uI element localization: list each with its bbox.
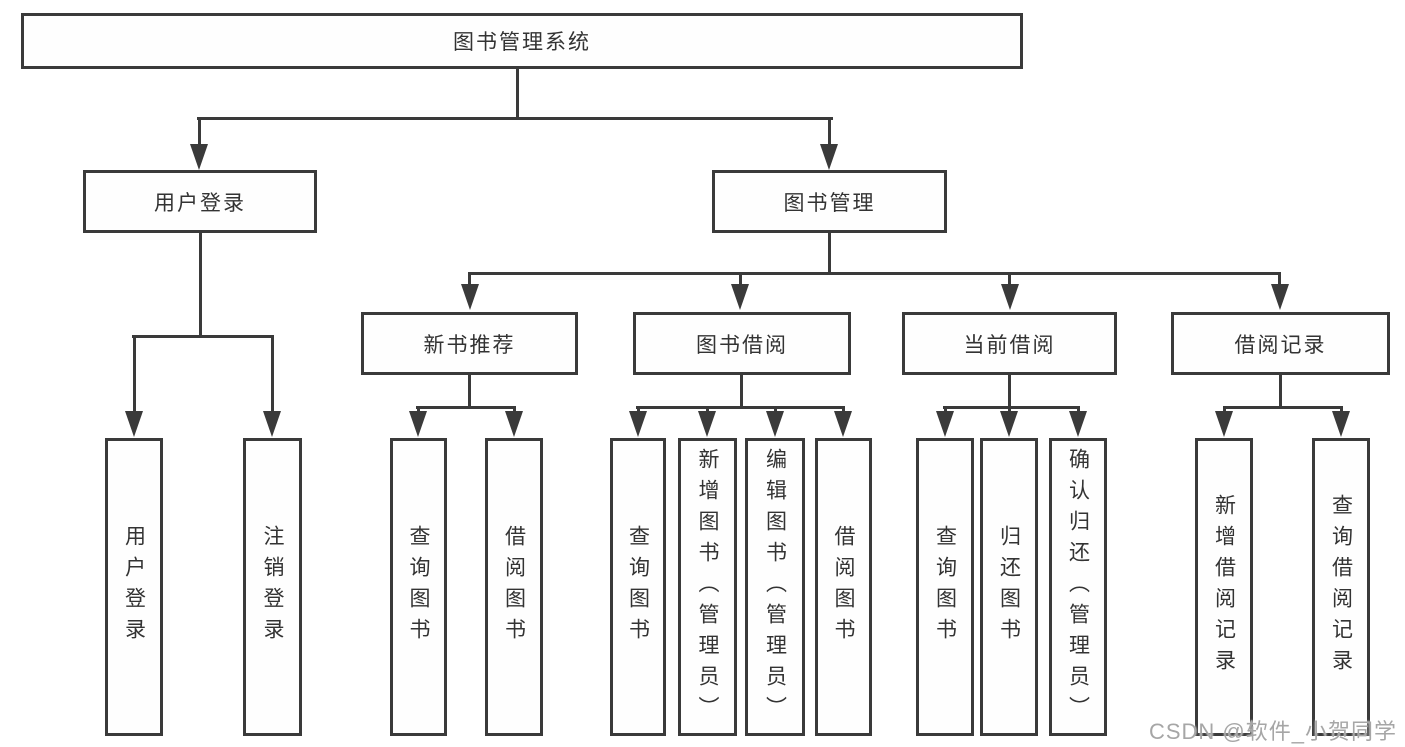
connector-line [637,406,640,415]
leaf-query-books-current: 查询图书 [916,438,974,736]
watermark: CSDN @软件_小贺同学 [1148,719,1397,744]
connector-arrowhead [936,411,954,437]
leaf-edit-book-admin-label: 编辑图书（管理员） [763,447,787,727]
connector-line [740,375,743,408]
leaf-query-books-current-label: 查询图书 [933,525,957,649]
leaf-query-books-borrowing-label: 查询图书 [626,525,650,649]
leaf-user-login-label: 用户登录 [122,525,146,649]
connector-arrowhead [1000,411,1018,437]
connector-line [739,272,742,288]
leaf-return-books-label: 归还图书 [997,525,1021,649]
leaf-add-book-admin: 新增图书（管理员） [678,438,737,736]
connector-line [706,406,709,415]
node-user-login: 用户登录 [83,170,317,233]
connector-line [1077,406,1080,415]
connector-arrowhead [1332,411,1350,437]
leaf-query-borrow-record-label: 查询借阅记录 [1329,494,1353,680]
node-current-borrowing: 当前借阅 [902,312,1117,375]
connector-line [516,69,519,119]
connector-line [1340,406,1343,415]
node-book-borrowing: 图书借阅 [633,312,851,375]
node-root: 图书管理系统 [21,13,1023,69]
connector-line [513,406,516,415]
connector-arrowhead [834,411,852,437]
node-book-management: 图书管理 [712,170,947,233]
leaf-borrow-books-recommend: 借阅图书 [485,438,543,736]
connector-arrowhead [409,411,427,437]
connector-line [944,406,947,415]
connector-line [1278,272,1281,288]
connector-line [271,335,274,415]
connector-line [943,406,1080,409]
leaf-add-borrow-record-label: 新增借阅记录 [1212,494,1236,680]
leaf-add-book-admin-label: 新增图书（管理员） [696,447,719,727]
connector-arrowhead [461,284,479,310]
connector-arrowhead [820,144,838,170]
node-book-management-label: 图书管理 [783,191,876,215]
connector-line [1223,406,1342,409]
leaf-query-books-borrowing: 查询图书 [610,438,666,736]
leaf-user-login: 用户登录 [105,438,163,736]
connector-arrowhead [1069,411,1087,437]
connector-line [468,272,471,288]
connector-line [132,335,274,338]
connector-line [1279,375,1282,408]
leaf-logout-label: 注销登录 [261,525,284,649]
connector-line [199,233,202,337]
connector-line [416,406,516,409]
leaf-confirm-return-admin: 确认归还（管理员） [1049,438,1107,736]
leaf-borrow-books-recommend-label: 借阅图书 [502,525,526,649]
connector-arrowhead [731,284,749,310]
connector-line [636,406,845,409]
node-current-borrowing-label: 当前借阅 [963,333,1056,357]
connector-arrowhead [125,411,143,437]
connector-arrowhead [1271,284,1289,310]
connector-line [468,272,1281,275]
leaf-return-books: 归还图书 [980,438,1038,736]
connector-arrowhead [698,411,716,437]
connector-line [133,335,136,415]
connector-line [1223,406,1226,415]
node-root-label: 图书管理系统 [453,31,591,54]
connector-arrowhead [1001,284,1019,310]
connector-arrowhead [190,144,208,170]
connector-arrowhead [505,411,523,437]
connector-line [842,406,845,415]
leaf-borrow-books-label: 借阅图书 [832,525,855,649]
connector-line [198,117,201,147]
connector-arrowhead [629,411,647,437]
leaf-query-borrow-record: 查询借阅记录 [1312,438,1370,736]
connector-line [197,117,833,120]
leaf-confirm-return-admin-label: 确认归还（管理员） [1066,447,1090,727]
leaf-borrow-books: 借阅图书 [815,438,872,736]
connector-line [1008,375,1011,408]
leaf-logout: 注销登录 [243,438,302,736]
connector-line [417,406,420,415]
node-new-book-recommend: 新书推荐 [361,312,578,375]
node-book-borrowing-label: 图书借阅 [696,333,788,357]
node-new-book-recommend-label: 新书推荐 [423,333,516,357]
connector-line [1008,406,1011,415]
node-borrowing-records-label: 借阅记录 [1234,333,1327,357]
connector-arrowhead [263,411,281,437]
leaf-add-borrow-record: 新增借阅记录 [1195,438,1253,736]
connector-arrowhead [1215,411,1233,437]
leaf-query-books-recommend: 查询图书 [390,438,447,736]
leaf-edit-book-admin: 编辑图书（管理员） [745,438,805,736]
leaf-query-books-recommend-label: 查询图书 [407,525,430,649]
connector-line [774,406,777,415]
connector-line [828,117,831,147]
connector-line [828,233,831,274]
node-borrowing-records: 借阅记录 [1171,312,1390,375]
connector-arrowhead [766,411,784,437]
connector-line [1008,272,1011,288]
node-user-login-label: 用户登录 [154,191,246,215]
connector-line [468,375,471,408]
